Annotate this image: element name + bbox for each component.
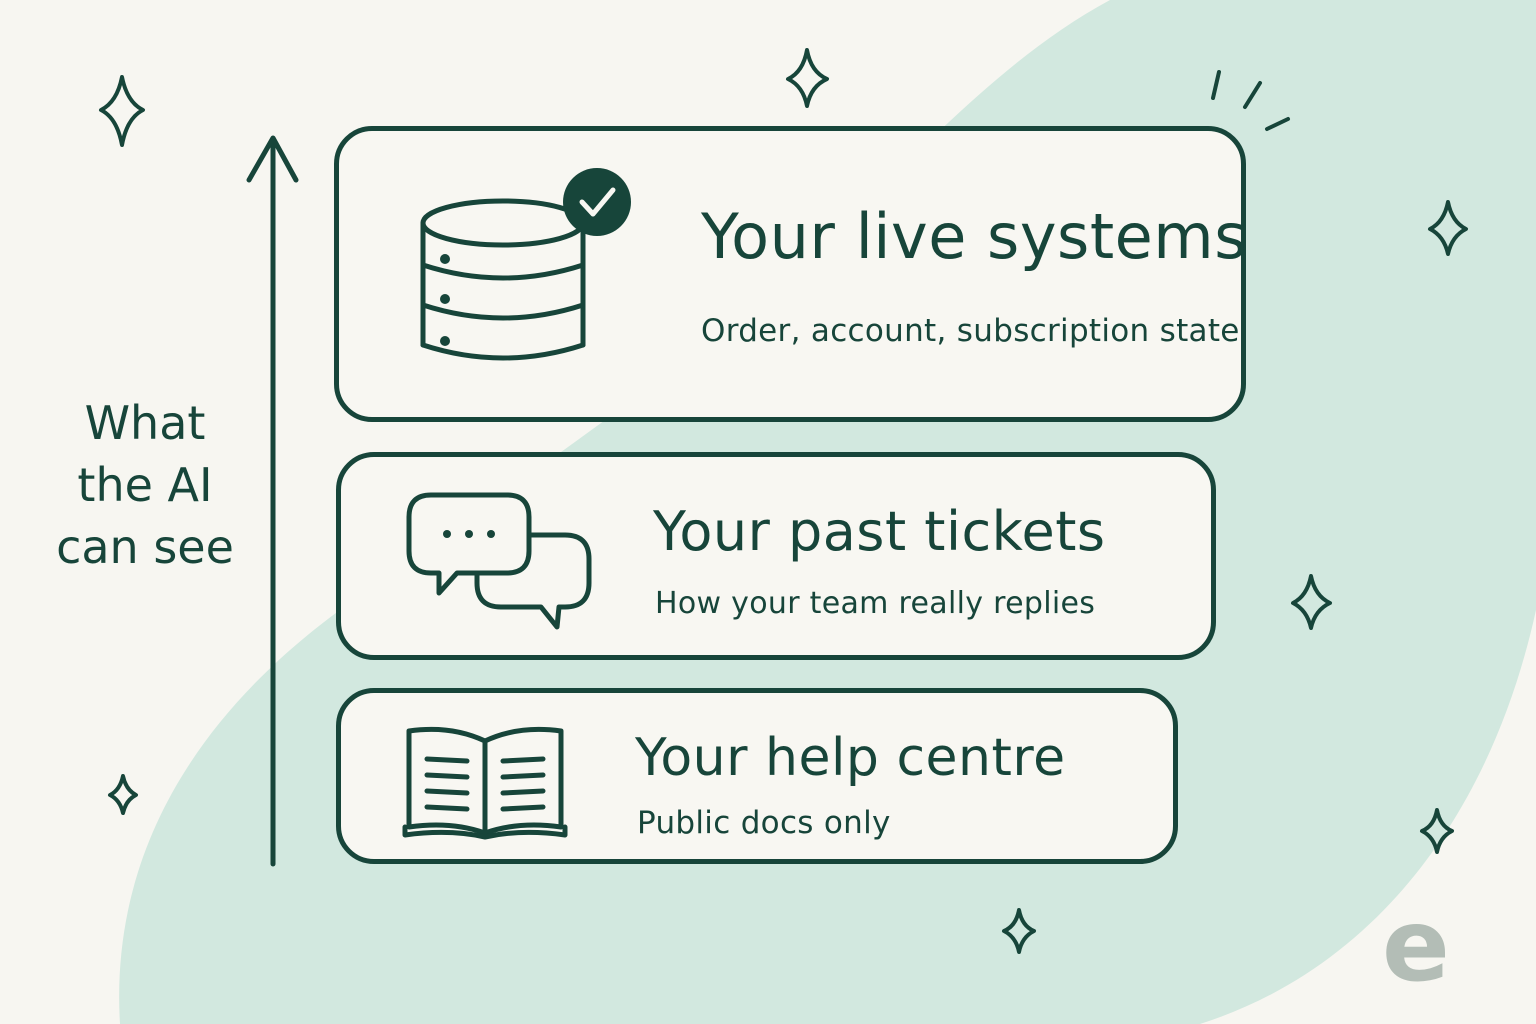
chat-bubbles-icon: [406, 492, 592, 630]
card-title: Your help centre: [635, 728, 1066, 788]
card-title: Your past tickets: [653, 500, 1106, 563]
burst-line: [1211, 70, 1221, 100]
axis-label-line: the AI: [77, 458, 213, 512]
sparkle-icon: [1002, 908, 1036, 954]
axis-label-line: can see: [56, 520, 234, 574]
database-check-icon: [420, 168, 631, 361]
card-subtitle: How your team really replies: [655, 586, 1096, 621]
card-live-systems: Your live systems Order, account, subscr…: [334, 126, 1248, 422]
sparkle-icon: [99, 75, 145, 147]
sparkle-icon: [1428, 200, 1468, 256]
axis-label: What the AI can see: [50, 392, 240, 578]
open-book-icon: [402, 726, 568, 840]
axis-arrow: [246, 135, 299, 867]
sparkle-icon: [786, 48, 829, 108]
card-subtitle: Order, account, subscription state: [701, 313, 1240, 349]
card-subtitle: Public docs only: [637, 805, 891, 841]
check-badge-icon: [563, 168, 631, 236]
card-title: Your live systems: [701, 200, 1248, 273]
brand-logo: e: [1382, 887, 1450, 1004]
axis-label-line: What: [84, 396, 206, 450]
sparkle-icon: [1291, 574, 1332, 630]
sparkle-icon: [108, 774, 138, 815]
burst-line: [1243, 81, 1262, 109]
card-past-tickets: Your past tickets How your team really r…: [336, 452, 1216, 660]
card-help-centre: Your help centre Public docs only: [336, 688, 1178, 864]
sparkle-icon: [1420, 808, 1454, 854]
burst-line: [1265, 117, 1290, 131]
